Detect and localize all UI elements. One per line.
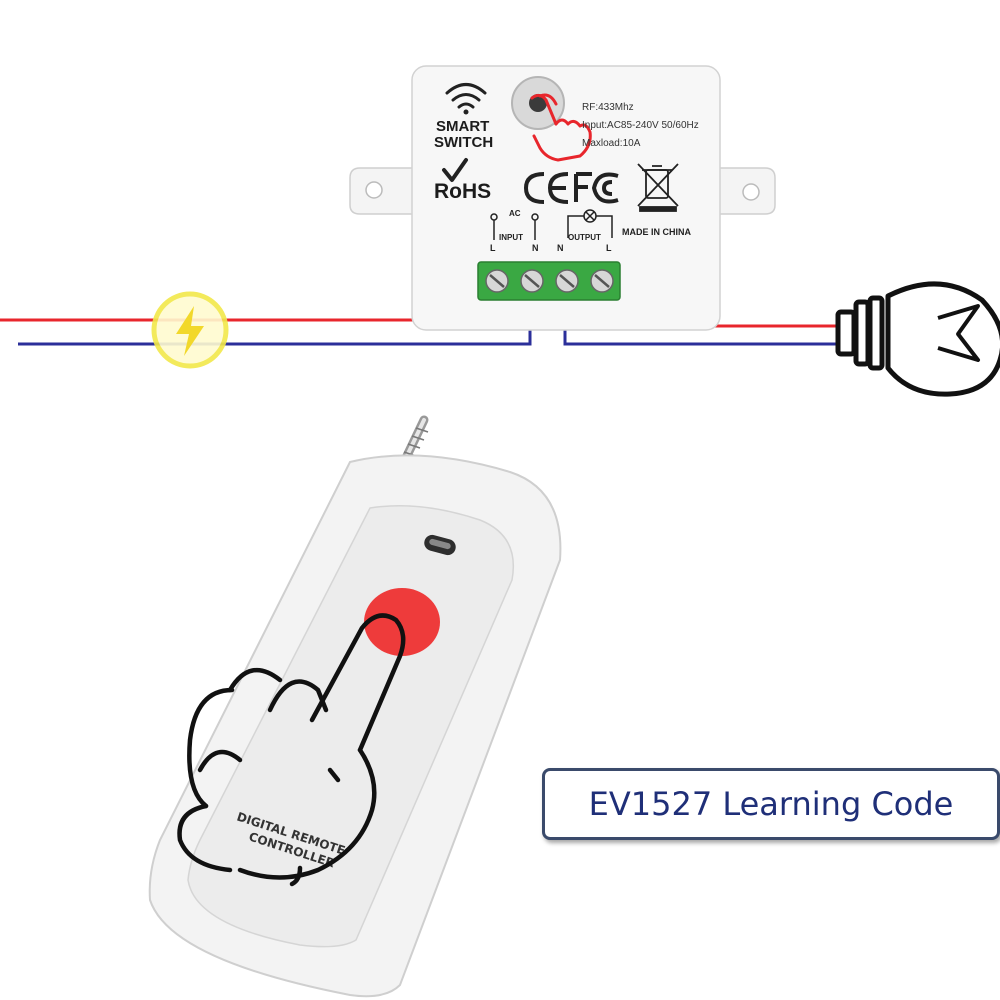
terminal-ac-label: AC	[509, 209, 521, 218]
remote-controller: DIGITAL REMOTE CONTROLLER	[148, 415, 562, 998]
terminal-input-label: INPUT	[499, 233, 523, 242]
press-hand-icon-red	[530, 93, 592, 162]
terminal-output-l-label: L	[606, 243, 612, 253]
terminal-block	[477, 261, 621, 301]
learning-code-badge: EV1527 Learning Code	[542, 768, 1000, 840]
module-title-line2: SWITCH	[434, 134, 494, 151]
light-bulb-icon	[835, 281, 1000, 397]
module-title-line1: SMART	[436, 118, 490, 135]
learning-code-text: EV1527 Learning Code	[588, 785, 954, 823]
fc-mark-icon	[574, 172, 619, 204]
terminal-output-label: OUTPUT	[568, 233, 601, 242]
mounting-ear-left	[349, 167, 421, 215]
ce-mark-icon	[523, 172, 569, 204]
smart-switch-module	[349, 65, 776, 331]
terminal-output-n-label: N	[557, 243, 564, 253]
rohs-check-icon	[442, 158, 468, 182]
terminal-input-n-label: N	[532, 243, 539, 253]
spec-input: Input:AC85-240V 50/60Hz	[582, 120, 699, 131]
press-hand-icon	[177, 613, 406, 887]
terminal-input-l-label: L	[490, 243, 496, 253]
spec-rf: RF:433Mhz	[582, 102, 634, 113]
made-in-label: MADE IN CHINA	[622, 227, 691, 237]
remote-red-button[interactable]	[364, 588, 440, 656]
power-source-icon	[151, 291, 229, 369]
weee-bin-icon	[637, 163, 679, 212]
spec-maxload: Maxload:10A	[582, 138, 641, 149]
terminal-symbols	[490, 209, 613, 240]
rohs-label: RoHS	[434, 180, 492, 203]
wireless-icon	[445, 83, 487, 109]
